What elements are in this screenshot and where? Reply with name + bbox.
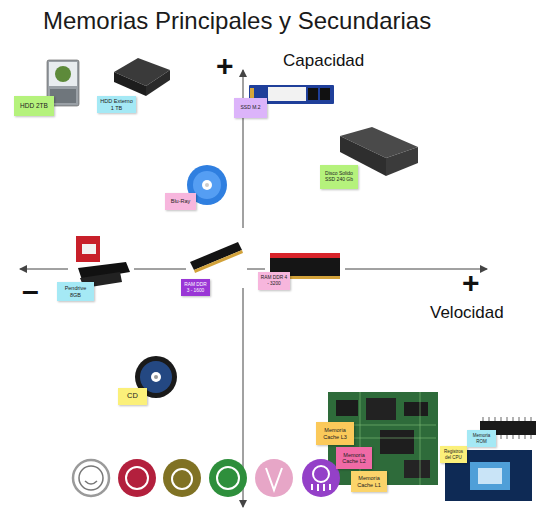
axis-plus: + xyxy=(216,51,234,81)
note-text: RAM DDR 4 - 3200 xyxy=(260,275,288,286)
note-text: Memoria Cache L1 xyxy=(353,475,385,488)
note-text: RAM DDR 3 - 1600 xyxy=(183,282,208,293)
note-text: SSD M.2 xyxy=(240,105,260,111)
sticky-note: Memoria ROM xyxy=(467,430,496,447)
sticky-note: HDD Externo 1 TB xyxy=(97,96,136,113)
sticky-note: RAM DDR 4 - 3200 xyxy=(258,272,290,290)
sticky-note: Disco Solido SSD 240 Gb xyxy=(320,165,358,189)
note-text: Memoria Cache L2 xyxy=(338,452,370,465)
sticky-note: CD xyxy=(118,388,147,405)
sticky-note: Registros del CPU xyxy=(440,446,467,463)
note-text: Disco Solido SSD 240 Gb xyxy=(322,171,356,183)
note-text: Memoria ROM xyxy=(469,433,494,443)
sticky-note: RAM DDR 3 - 1600 xyxy=(181,279,210,296)
axis-minus: – xyxy=(22,276,39,306)
sticky-note: Memoria Cache L1 xyxy=(351,471,387,492)
sticky-note: HDD 2TB xyxy=(14,96,54,116)
note-text: Registros del CPU xyxy=(442,449,465,459)
diagram-title: Memorias Principales y Secundarias xyxy=(43,9,431,33)
sticky-note: SSD M.2 xyxy=(234,98,267,118)
note-text: CD xyxy=(127,392,138,401)
note-text: Pendrive 8GB xyxy=(59,285,92,298)
sticky-note: Memoria Cache L2 xyxy=(336,447,372,469)
avatar-icons xyxy=(73,459,340,497)
note-text: Memoria Cache L3 xyxy=(318,427,352,440)
note-text: HDD Externo 1 TB xyxy=(99,98,134,111)
sticky-note: Pendrive 8GB xyxy=(57,282,94,301)
axis-title: Capacidad xyxy=(283,52,364,69)
axis-plus: + xyxy=(462,268,480,298)
sticky-note: Blu-Ray xyxy=(165,193,196,210)
axis-title: Velocidad xyxy=(430,304,504,321)
sticky-note: Memoria Cache L3 xyxy=(316,422,354,445)
note-text: HDD 2TB xyxy=(20,102,48,109)
note-text: Blu-Ray xyxy=(171,198,191,204)
